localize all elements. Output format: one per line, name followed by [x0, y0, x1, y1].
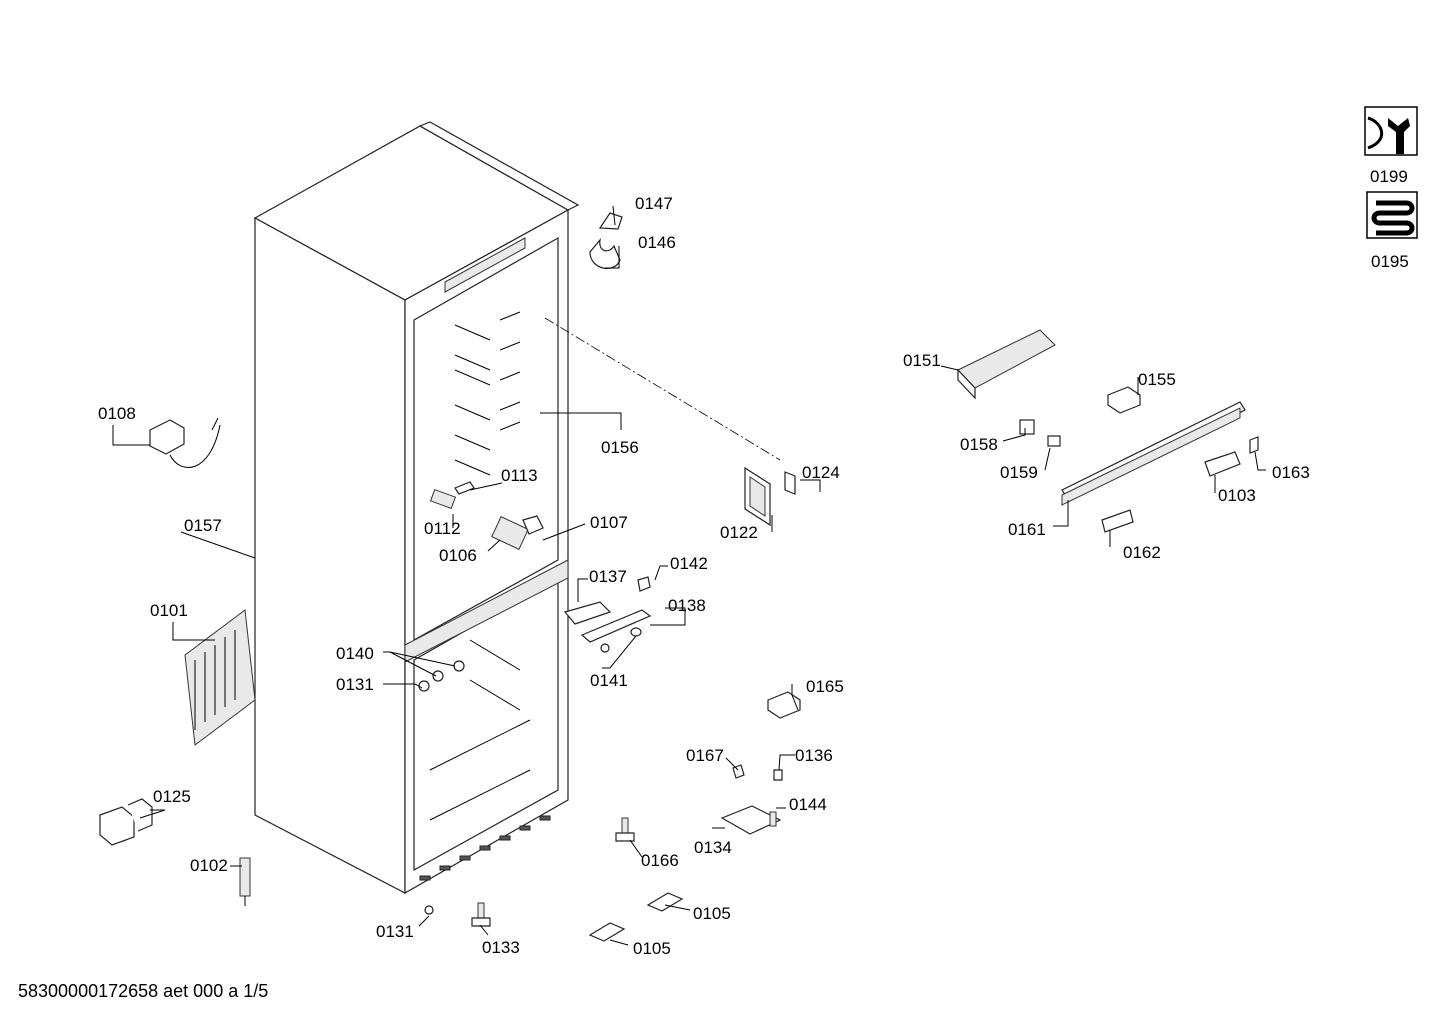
part-label-0124: 0124	[802, 463, 840, 482]
part-label-0107: 0107	[590, 513, 628, 532]
part-label-0195: 0195	[1371, 252, 1409, 271]
document-id: 58300000172658 aet 000 a 1/5	[18, 981, 269, 1001]
part-label-0105-upper: 0105	[693, 904, 731, 923]
part-label-0125: 0125	[153, 787, 191, 806]
part-label-0165: 0165	[806, 677, 844, 696]
part-label-0166: 0166	[641, 851, 679, 870]
part-label-0146: 0146	[638, 233, 676, 252]
part-label-0163: 0163	[1272, 463, 1310, 482]
part-label-0141: 0141	[590, 671, 628, 690]
part-label-0105-lower: 0105	[633, 939, 671, 958]
part-label-0155: 0155	[1138, 370, 1176, 389]
part-label-0122: 0122	[720, 523, 758, 542]
part-label-0167: 0167	[686, 746, 724, 765]
part-label-0112: 0112	[424, 519, 461, 538]
part-label-0106: 0106	[439, 546, 477, 565]
part-label-0142: 0142	[670, 554, 708, 573]
part-label-0133: 0133	[482, 938, 520, 957]
part-label-0199: 0199	[1370, 167, 1408, 186]
part-label-0136: 0136	[795, 746, 833, 765]
part-label-0102: 0102	[190, 856, 228, 875]
heating-coil-icon	[1366, 191, 1418, 239]
cabinet-body	[253, 121, 781, 895]
part-label-0157: 0157	[184, 516, 222, 535]
part-label-0138: 0138	[668, 596, 706, 615]
leader-lines	[112, 205, 1266, 946]
part-label-0158: 0158	[960, 435, 998, 454]
parts-graphics	[99, 212, 1259, 942]
part-label-0131-lower: 0131	[376, 922, 414, 941]
part-label-0144: 0144	[789, 795, 827, 814]
part-labels: 0108 0157 0101 0125 0102 0147 0146 0156 …	[98, 167, 1409, 958]
part-label-0140: 0140	[336, 644, 374, 663]
part-label-0161: 0161	[1008, 520, 1046, 539]
part-label-0162: 0162	[1123, 543, 1161, 562]
wrench-icon	[1364, 106, 1418, 156]
part-label-0137: 0137	[589, 567, 627, 586]
part-label-0147: 0147	[635, 194, 673, 213]
part-label-0108: 0108	[98, 404, 136, 423]
part-label-0113: 0113	[501, 466, 538, 485]
part-label-0103: 0103	[1218, 486, 1256, 505]
part-label-0156: 0156	[601, 438, 639, 457]
part-label-0151: 0151	[903, 351, 941, 370]
part-label-0134: 0134	[694, 838, 732, 857]
part-label-0159: 0159	[1000, 463, 1038, 482]
part-label-0131-upper: 0131	[336, 675, 374, 694]
part-label-0101: 0101	[150, 601, 188, 620]
